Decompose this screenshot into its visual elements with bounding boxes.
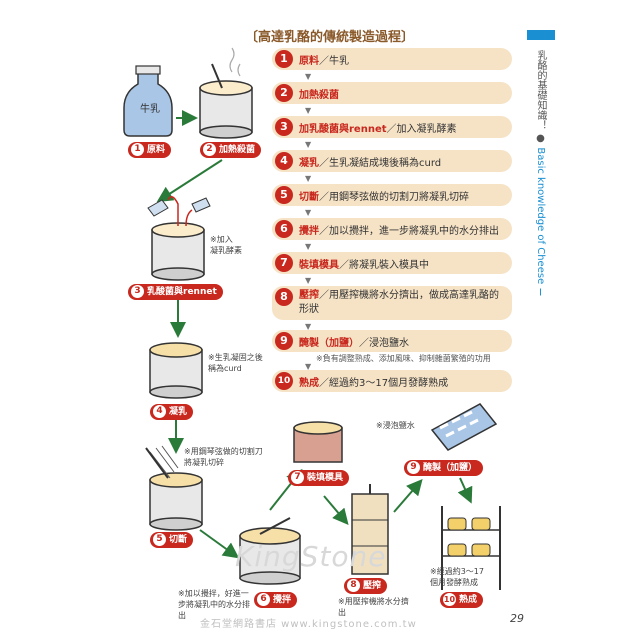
step-text: ／加以攪拌，進一步將凝乳中的水分排出	[319, 226, 499, 237]
step-number: 10	[275, 372, 293, 390]
down-arrow-icon: ▼	[305, 362, 312, 371]
step-number: 5	[275, 186, 293, 204]
rennet-note: ※加入 凝乳酵素	[210, 235, 242, 255]
aging-shelf-icon	[441, 506, 501, 590]
press-machine-icon	[351, 484, 389, 575]
step-text: ／牛乳	[319, 56, 349, 67]
heating-pot-icon	[199, 47, 253, 139]
step-text: ／用壓搾機將水分擠出，做成高達乳酪的形狀	[299, 290, 499, 315]
step-number: 3	[275, 118, 293, 136]
step-number: 7	[275, 254, 293, 272]
milk-bottle-label: 牛乳	[140, 104, 160, 115]
page-number: 29	[510, 612, 524, 625]
page-title: 〔高達乳酪的傳統製造過程〕	[245, 30, 415, 45]
watermark: KingStone	[235, 540, 387, 573]
step-text: ／用鋼琴弦做的切割刀將凝乳切碎	[319, 192, 469, 203]
down-arrow-icon: ▼	[305, 276, 312, 285]
step-number: 4	[275, 152, 293, 170]
section-accent-bar	[527, 30, 555, 40]
step-2: 2 加熱殺菌	[272, 82, 512, 104]
down-arrow-icon: ▼	[305, 174, 312, 183]
sidebar-zh: 乳酪的基礎知識！	[535, 50, 546, 130]
down-arrow-icon: ▼	[305, 106, 312, 115]
step-number: 9	[275, 332, 293, 350]
step-1: 1 原料／牛乳	[272, 48, 512, 70]
sidebar-en: Basic knowledge of Cheese Ⅰ	[535, 147, 546, 299]
step-3: 3 加乳酸菌與rennet／加入凝乳酵素	[272, 116, 512, 138]
down-arrow-icon: ▼	[305, 72, 312, 81]
step-key: 凝乳	[299, 158, 319, 169]
cut-note: ※用鋼琴弦做的切割刀 將凝乳切碎	[184, 447, 263, 467]
step-key: 加熱殺菌	[299, 90, 339, 101]
step-key: 攪拌	[299, 226, 319, 237]
milk-bottle-icon	[123, 65, 173, 137]
press-note: ※用壓搾機將水分擠 出	[338, 597, 409, 617]
rennet-pot-icon	[147, 196, 211, 281]
step-8: 8 壓搾／用壓搾機將水分擠出，做成高達乳酪的形狀	[272, 286, 512, 320]
step-text: ／浸泡鹽水	[359, 338, 409, 349]
step-text: ／加入凝乳酵素	[386, 124, 457, 135]
watermark-url: 金石堂網路書店 www.kingstone.com.tw	[200, 619, 417, 630]
curd-note: ※生乳凝固之後 稱為curd	[208, 353, 263, 373]
step-number: 2	[275, 84, 293, 102]
step-key: 裝填模具	[299, 260, 339, 271]
step-key: 熟成	[299, 378, 319, 389]
step-4: 4 凝乳／生乳凝結成塊後稱為curd	[272, 150, 512, 172]
cutting-pot-icon	[145, 445, 203, 531]
step-number: 8	[275, 288, 293, 306]
step-text: ／生乳凝結成塊後稱為curd	[319, 158, 442, 169]
curd-pot-icon	[149, 342, 203, 399]
step-9-note: ※負有調整熟成、添加風味、抑制雜菌繁殖的功用	[316, 354, 491, 363]
step-number: 1	[275, 50, 293, 68]
step-9: 9 醃製（加鹽）／浸泡鹽水	[272, 330, 512, 352]
stirring-pot-icon	[239, 517, 301, 585]
step-10: 10 熟成／經過約3～17個月發酵熟成	[272, 370, 512, 392]
step-text: ／將凝乳裝入模具中	[339, 260, 429, 271]
step-text: ／經過約3～17個月發酵熟成	[319, 378, 449, 389]
down-arrow-icon: ▼	[305, 208, 312, 217]
section-sidebar-title: 乳酪的基礎知識！ ● Basic knowledge of Cheese Ⅰ	[535, 50, 546, 299]
step-number: 6	[275, 220, 293, 238]
mold-icon	[293, 421, 343, 463]
step-key: 切斷	[299, 192, 319, 203]
step-5: 5 切斷／用鋼琴弦做的切割刀將凝乳切碎	[272, 184, 512, 206]
step-key: 加乳酸菌與rennet	[299, 124, 387, 135]
step-7: 7 裝填模具／將凝乳裝入模具中	[272, 252, 512, 274]
down-arrow-icon: ▼	[305, 140, 312, 149]
stir-note: ※加以攪拌，好進一 步將凝乳中的水分排 出	[178, 589, 250, 620]
down-arrow-icon: ▼	[305, 242, 312, 251]
aging-note: ※經過約3～17 個月發酵熟成	[430, 567, 484, 587]
step-key: 原料	[299, 56, 319, 67]
step-key: 壓搾	[299, 290, 319, 301]
brine-tray-icon	[430, 403, 498, 451]
down-arrow-icon: ▼	[305, 322, 312, 331]
brine-note: ※浸泡鹽水	[376, 421, 415, 430]
step-key: 醃製（加鹽）	[299, 338, 359, 349]
step-6: 6 攪拌／加以攪拌，進一步將凝乳中的水分排出	[272, 218, 512, 240]
